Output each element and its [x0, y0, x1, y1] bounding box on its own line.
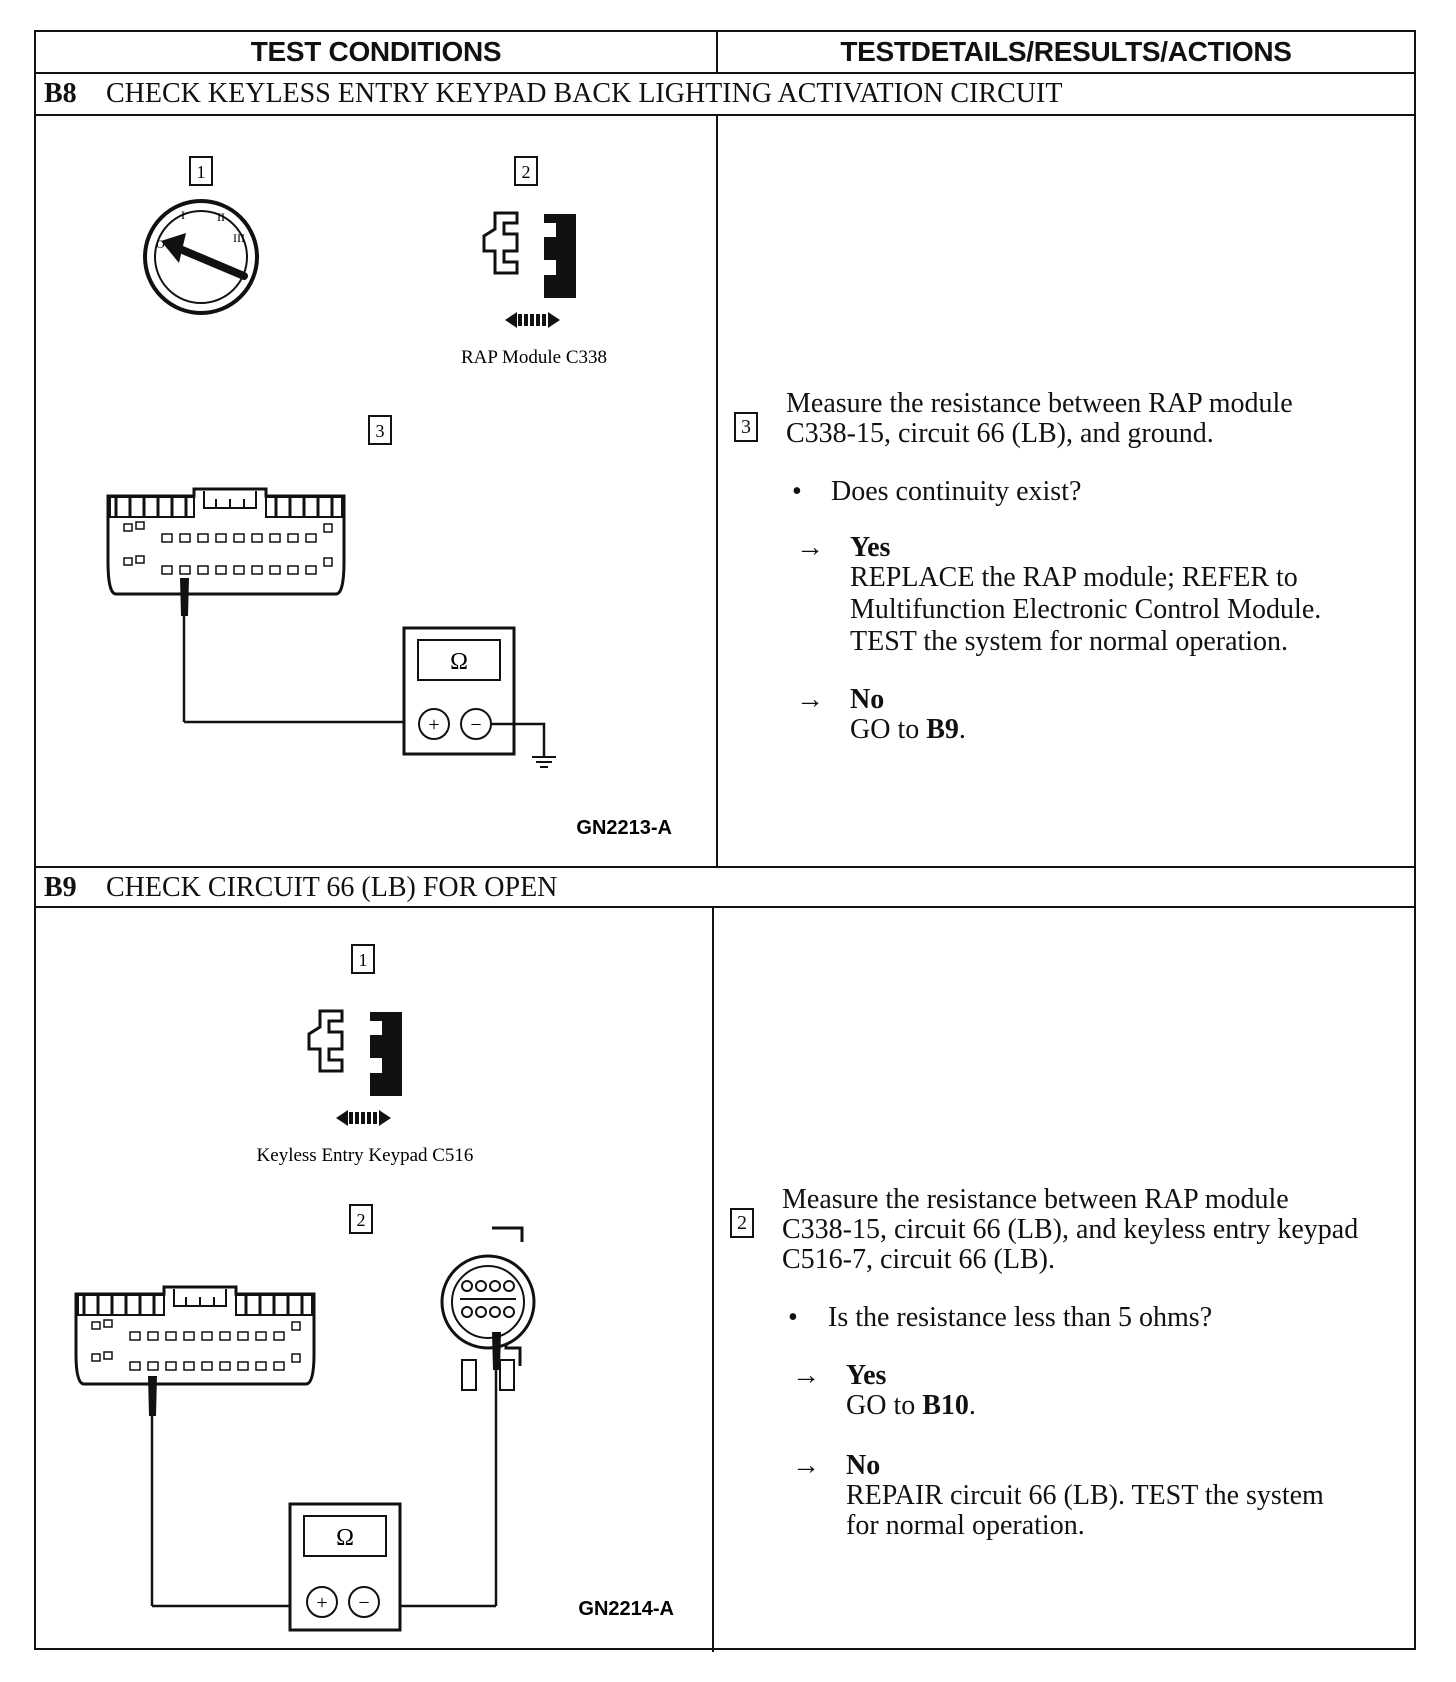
test-probe-icon: [148, 1376, 157, 1606]
b8-question: Does continuity exist?: [831, 476, 1082, 507]
b9-question: Is the resistance less than 5 ohms?: [828, 1302, 1213, 1333]
b8-connector-caption: RAP Module C338: [461, 347, 607, 368]
b9-title-divider: [36, 906, 1414, 908]
b8-section-title: B8 CHECK KEYLESS ENTRY KEYPAD BACK LIGHTI…: [44, 74, 1062, 114]
b9-detail-step-box: 2: [730, 1208, 754, 1238]
b9-column-divider: [712, 906, 714, 1652]
b8-yes-action-line-2: Multifunction Electronic Control Module.: [850, 594, 1322, 625]
b8-meter-symbol: Ω: [450, 649, 468, 675]
b9-yes-label: Yes: [846, 1360, 887, 1391]
b9-section-title: B9 CHECK CIRCUIT 66 (LB) FOR OPEN: [44, 868, 557, 908]
svg-text:II: II: [217, 210, 225, 224]
b8-bullet: •: [792, 476, 802, 507]
column-header-test-details: TESTDETAILS/RESULTS/ACTIONS: [840, 36, 1292, 67]
b8-step1-label: 1: [197, 162, 206, 182]
b9-title-text: CHECK CIRCUIT 66 (LB) FOR OPEN: [106, 872, 558, 903]
ohmmeter-icon: Ω + −: [402, 626, 516, 756]
b9-instruction-line-2: C338-15, circuit 66 (LB), and keyless en…: [782, 1214, 1359, 1245]
b8-no-action: GO to B9.: [850, 714, 966, 746]
b8-figure-id: GN2213-A: [576, 817, 672, 839]
b8-no-action-target: B9: [926, 714, 959, 745]
b8-title-divider: [36, 114, 1414, 116]
test-probe-icon: [492, 1332, 501, 1606]
b8-meter-minus: −: [470, 714, 481, 736]
b8-no-label: No: [850, 684, 885, 715]
svg-text:I: I: [181, 208, 185, 222]
ignition-switch-icon: O I II III: [143, 199, 259, 315]
b8-no-arrow-icon: →: [796, 684, 824, 715]
b9-step1-box: 1: [351, 944, 375, 974]
b8-no-action-suffix: .: [958, 714, 966, 745]
b9-instruction-line-3: C516-7, circuit 66 (LB).: [782, 1244, 1055, 1275]
b9-figure-id: GN2214-A: [578, 1598, 674, 1620]
b8-title-text: CHECK KEYLESS ENTRY KEYPAD BACK LIGHTING…: [106, 78, 1063, 109]
b9-yes-action-suffix: .: [968, 1390, 976, 1421]
b9-no-action-line-2: for normal operation.: [846, 1510, 1085, 1541]
svg-text:O: O: [156, 237, 165, 251]
ohmmeter-icon: Ω + −: [288, 1502, 402, 1632]
b9-no-action-line-1: REPAIR circuit 66 (LB). TEST the system: [846, 1480, 1324, 1511]
b8-instruction-line-2: C338-15, circuit 66 (LB), and ground.: [786, 418, 1214, 449]
b9-yes-action-target: B10: [922, 1390, 969, 1421]
b9-step1-label: 1: [359, 950, 368, 970]
b9-step-code: B9: [44, 872, 77, 903]
b8-step1-box: 1: [189, 156, 213, 186]
b8-yes-action-line-3: TEST the system for normal operation.: [850, 626, 1289, 657]
b9-step2-box: 2: [349, 1204, 373, 1234]
b9-connector-caption: Keyless Entry Keypad C516: [257, 1145, 474, 1166]
rap-module-connector-icon: [74, 1285, 316, 1386]
b8-yes-label: Yes: [850, 532, 891, 563]
b8-no-action-prefix: GO to: [850, 714, 927, 745]
b9-yes-action-prefix: GO to: [846, 1390, 923, 1421]
header-column-divider: [716, 32, 718, 72]
b9-no-arrow-icon: →: [792, 1450, 820, 1481]
b9-meter-minus: −: [358, 1592, 369, 1614]
b8-step3-label: 3: [376, 421, 385, 441]
b9-no-label: No: [846, 1450, 881, 1481]
disconnect-arrow-icon: [336, 1110, 391, 1126]
ground-icon: [532, 756, 556, 768]
header-divider: [36, 72, 1414, 74]
b8-column-divider: [716, 114, 718, 866]
b9-figure: 1 Keyless Entry Keypad C516 2: [74, 944, 674, 1632]
procedure-table: TEST CONDITIONS TESTDETAILS/RESULTS/ACTI…: [34, 30, 1416, 1652]
b9-top-divider: [36, 866, 1414, 868]
round-connector-icon: [440, 1226, 536, 1391]
b8-meter-plus: +: [428, 714, 439, 736]
rap-module-connector-icon: [106, 487, 346, 596]
disconnect-arrow-icon: [505, 312, 560, 328]
b9-step2-label: 2: [357, 1210, 366, 1230]
b8-step2-label: 2: [522, 162, 531, 182]
b9-meter-plus: +: [316, 1592, 327, 1614]
svg-text:III: III: [233, 231, 245, 245]
b8-step3-box: 3: [368, 415, 392, 445]
b9-bullet: •: [788, 1302, 798, 1333]
b9-yes-action: GO to B10.: [846, 1390, 976, 1422]
b8-yes-arrow-icon: →: [796, 532, 824, 563]
b8-step2-box: 2: [514, 156, 538, 186]
b8-instruction-line-1: Measure the resistance between RAP modul…: [786, 388, 1293, 419]
b9-instruction-line-1: Measure the resistance between RAP modul…: [782, 1184, 1289, 1215]
connector-disconnect-icon: [307, 1009, 402, 1126]
connector-disconnect-icon: [482, 211, 576, 328]
b8-detail-step-box: 3: [734, 412, 758, 442]
b8-step-code: B8: [44, 78, 77, 109]
b8-figure: 1 O I II III 2: [106, 156, 672, 839]
column-header-test-conditions: TEST CONDITIONS: [250, 36, 502, 67]
test-probe-icon: [180, 578, 189, 722]
b9-meter-symbol: Ω: [336, 1525, 354, 1551]
b9-yes-arrow-icon: →: [792, 1360, 820, 1391]
b8-ground-lead: [491, 722, 546, 756]
b8-yes-action-line-1: REPLACE the RAP module; REFER to: [850, 562, 1298, 593]
